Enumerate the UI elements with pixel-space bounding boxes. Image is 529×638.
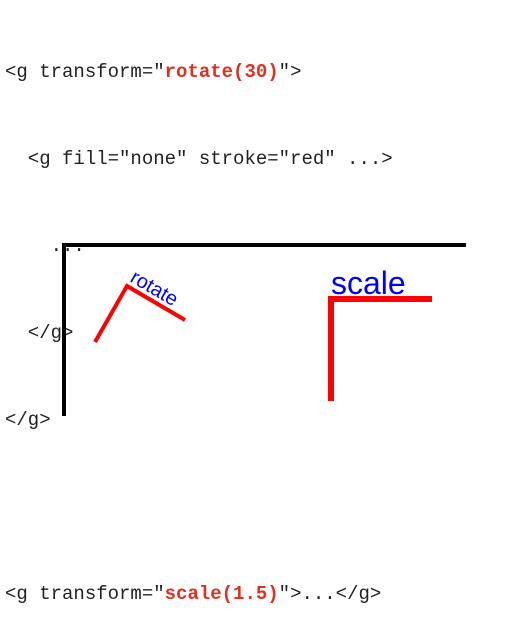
code-line-1: <g transform="rotate(30)"> bbox=[5, 58, 393, 87]
scaled-corner bbox=[328, 296, 432, 401]
code-line-2: <g fill="none" stroke="red" ...> bbox=[5, 148, 393, 170]
rotated-corner bbox=[93, 283, 187, 343]
code-line-7: <g transform="scale(1.5)">...</g> bbox=[5, 580, 393, 609]
code-line-7-suffix: ">...</g> bbox=[278, 583, 382, 605]
code-line-1-suffix: "> bbox=[278, 61, 302, 83]
rotate-keyword: rotate(30) bbox=[164, 61, 279, 83]
code-line-6 bbox=[5, 493, 393, 522]
transform-diagram: rotate scale bbox=[62, 243, 466, 416]
rotate-example: rotate bbox=[93, 266, 187, 343]
scale-keyword: scale(1.5) bbox=[164, 583, 279, 605]
scale-example: scale bbox=[328, 265, 432, 401]
code-line-7-prefix: <g transform=" bbox=[5, 583, 165, 605]
scale-label: scale bbox=[331, 265, 406, 301]
coordinate-axes bbox=[62, 243, 466, 416]
code-line-1-prefix: <g transform=" bbox=[5, 61, 165, 83]
